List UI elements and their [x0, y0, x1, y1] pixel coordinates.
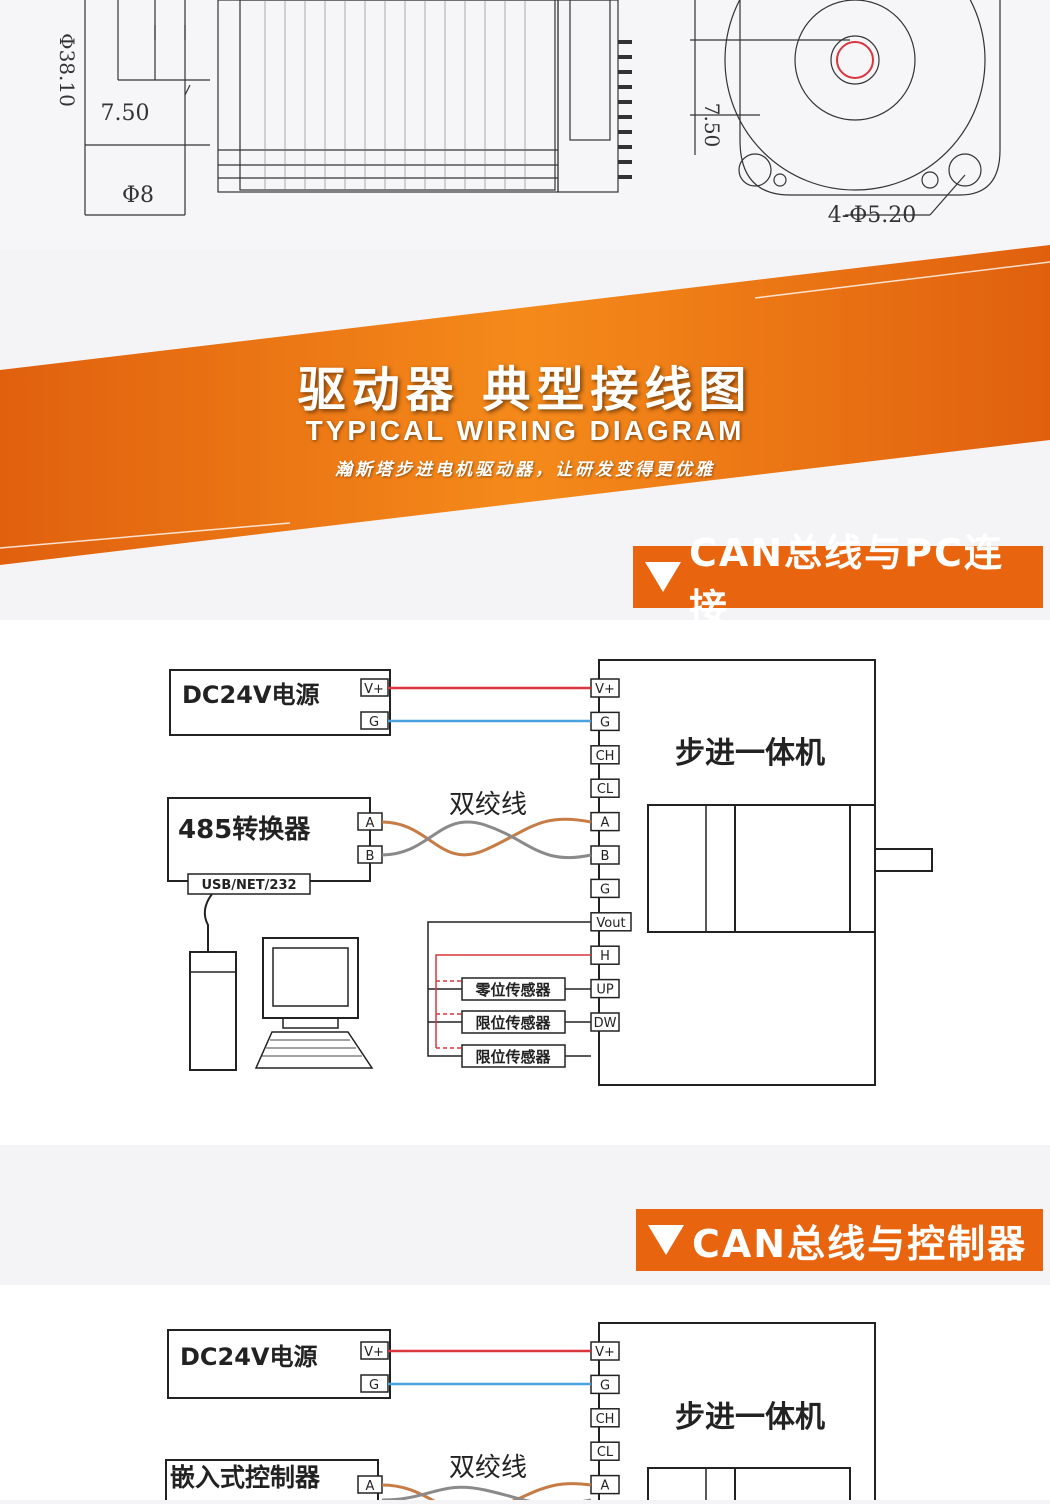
- section1-diagram: DC24V电源 V+ G 485转换器 A B USB/NET/232 步进一体…: [0, 620, 1050, 1145]
- s2-driver-pin-box: [590, 1441, 620, 1461]
- section2-diagram: DC24V电源 V+ G 嵌入式控制器 A 步进一体机 V+ G CH CL A 双绞线: [0, 1285, 1050, 1504]
- s1-conv-pin-a: A: [366, 816, 375, 831]
- banner-title-en: TYPICAL WIRING DIAGRAM: [305, 415, 745, 446]
- s1-driver-pin-label: V+: [595, 682, 615, 697]
- s2-ctrl-pin-a: A: [366, 1479, 375, 1494]
- s2-driver-pin-label: G: [600, 1378, 610, 1393]
- s1-sensor-limit-2: 限位传感器: [475, 1048, 551, 1066]
- s1-ps-pin-vplus: V+: [364, 682, 384, 697]
- s1-driver-pin-label: H: [600, 949, 610, 964]
- title-banner: [0, 240, 1050, 580]
- s1-power-label: DC24V电源: [182, 681, 320, 709]
- triangle-down-icon: [645, 562, 681, 592]
- s1-driver-pin-label: B: [601, 849, 610, 864]
- s1-driver-pin-label: DW: [594, 1016, 617, 1031]
- s1-driver-pin-label: A: [601, 816, 610, 831]
- s2-ps-pin-g: G: [369, 1378, 379, 1393]
- s1-driver-pin-label: Vout: [596, 916, 625, 931]
- dim-holes: 4-Φ5.20: [828, 203, 916, 228]
- s2-driver-pin-box: [590, 1408, 620, 1428]
- s2-twisted-label: 双绞线: [449, 1453, 527, 1483]
- s2-power-label: DC24V电源: [180, 1343, 318, 1371]
- s1-driver-pin-box: [590, 745, 620, 765]
- s1-twisted-label: 双绞线: [449, 790, 527, 820]
- banner-title-cn: 驱动器 典型接线图: [297, 362, 753, 418]
- s1-driver-pin-label: G: [600, 882, 610, 897]
- s1-ps-pin-g: G: [369, 715, 379, 730]
- s1-driver-pin-label: G: [600, 715, 610, 730]
- triangle-down-icon: [648, 1225, 684, 1255]
- s1-sensor-zero: 零位传感器: [474, 981, 551, 999]
- banner-subtitle: 瀚斯塔步进电机驱动器，让研发变得更优雅: [335, 460, 715, 480]
- s1-driver-pin-box: [590, 878, 620, 899]
- section2-tag: CAN总线与控制器: [636, 1209, 1043, 1271]
- s1-driver-pin-label: CL: [597, 782, 614, 797]
- motor-dimension-drawing: Φ38.10 7.50 Φ8 7.50 4-Φ5.20: [0, 0, 1050, 250]
- s2-motor-label: 步进一体机: [675, 1400, 825, 1435]
- dim-left-7-50: 7.50: [101, 101, 150, 126]
- s1-usb-label: USB/NET/232: [201, 878, 296, 893]
- s2-ps-pin-vplus: V+: [364, 1345, 384, 1360]
- s1-driver-pin-label: CH: [596, 749, 615, 764]
- s2-driver-pin-label: V+: [595, 1345, 615, 1360]
- s1-driver-pin-label: UP: [596, 983, 614, 998]
- s1-conv-pin-b: B: [366, 849, 375, 864]
- section1-tag: CAN总线与PC连接: [633, 531, 1043, 630]
- s2-driver-pin-label: CH: [596, 1412, 615, 1427]
- s2-driver-pin-label: A: [601, 1479, 610, 1494]
- s2-driver-pin-label: CL: [597, 1445, 614, 1460]
- dim-right-7-50: 7.50: [700, 103, 724, 148]
- s1-converter-label: 485转换器: [178, 815, 311, 845]
- s1-sensor-limit-1: 限位传感器: [475, 1014, 551, 1032]
- dim-phi-8: Φ8: [122, 183, 154, 208]
- s1-driver-pin-box: [590, 778, 620, 798]
- s2-controller-label: 嵌入式控制器: [170, 1463, 321, 1492]
- dim-phi-38: Φ38.10: [55, 33, 79, 107]
- s1-motor-label: 步进一体机: [675, 736, 825, 771]
